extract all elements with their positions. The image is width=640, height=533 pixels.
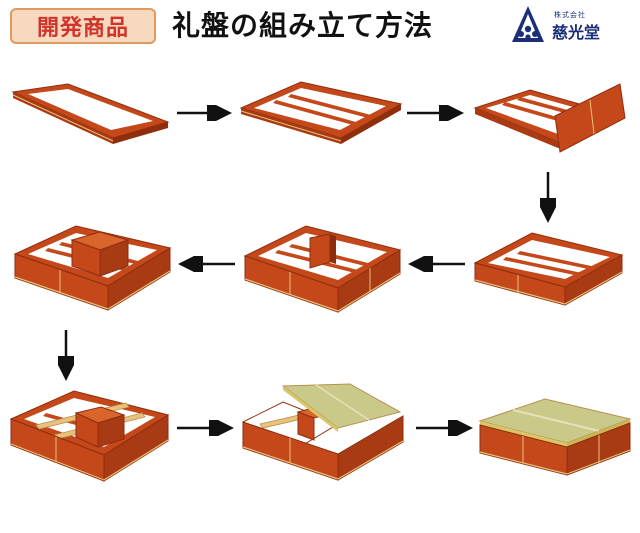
jikodo-logo-icon [512, 6, 544, 42]
step-1-frame [8, 80, 173, 160]
company-name: 慈光堂 [552, 23, 601, 42]
arrow-down-icon [540, 172, 556, 223]
step-9-full-tatami [475, 395, 635, 487]
company-logo: 株式会社 慈光堂 [508, 4, 628, 46]
step-4-box-with-rails [470, 225, 630, 310]
step-2-frame-with-rails [236, 78, 406, 160]
step-6-box-with-inner-box [10, 218, 175, 323]
arrow-right-icon [407, 105, 464, 121]
badge-label: 開発商品 [36, 16, 129, 41]
arrow-right-icon [177, 105, 232, 121]
page-title: 礼盤の組み立て方法 [172, 9, 434, 42]
step-7-box-with-supports [6, 385, 171, 495]
company-prefix: 株式会社 [554, 11, 586, 19]
step-3-frame-with-one-side [470, 76, 635, 166]
arrow-right-icon [416, 420, 473, 436]
step-8-half-tatami [238, 382, 408, 492]
arrow-left-icon [408, 256, 465, 272]
step-5-box-with-partition [240, 218, 405, 323]
product-badge: 開発商品 [10, 8, 156, 44]
arrow-right-icon [177, 420, 234, 436]
arrow-left-icon [178, 256, 235, 272]
arrow-down-icon [58, 330, 74, 381]
